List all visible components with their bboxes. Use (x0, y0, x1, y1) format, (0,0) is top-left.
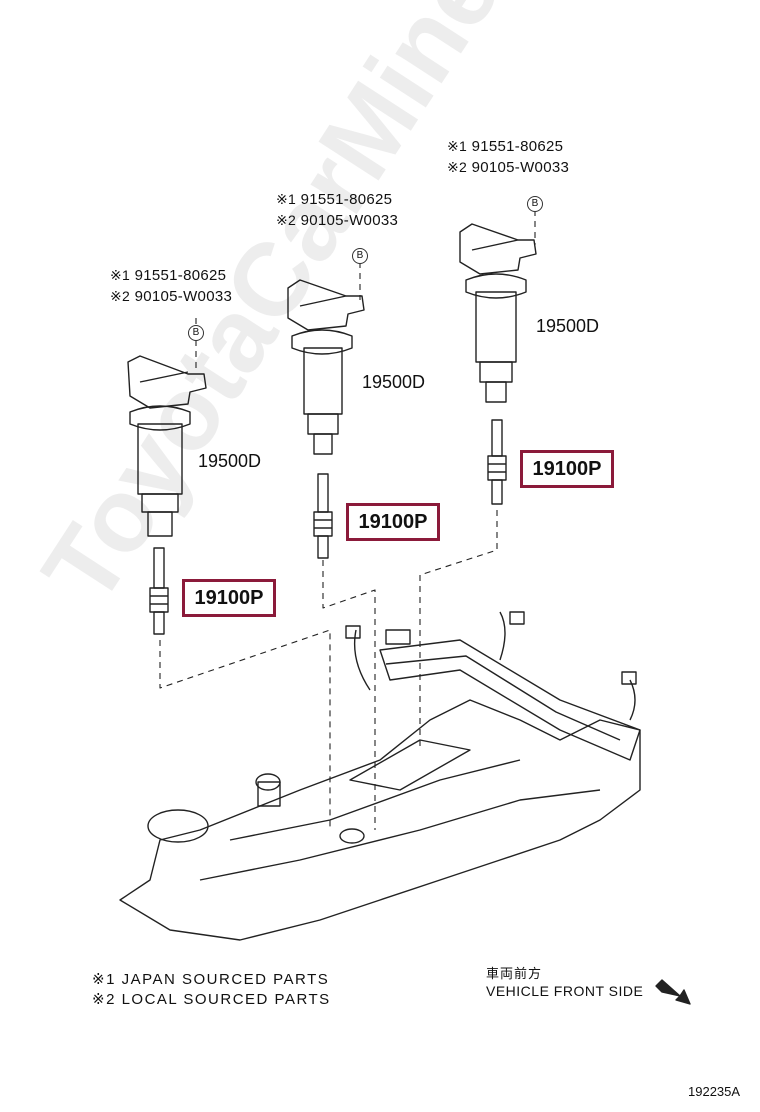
direction-label-en: VEHICLE FRONT SIDE (486, 983, 644, 999)
part-number-91551[interactable]: 91551-80625 (300, 191, 393, 208)
spark-plug-part-number-1[interactable]: 19100P (182, 579, 276, 617)
callout-1-japan: ※1 91551-80625 (110, 266, 226, 285)
japan-sourced-note: ※1 JAPAN SOURCED PARTS (92, 971, 330, 988)
japan-mark: ※1 (110, 267, 131, 283)
japan-mark: ※1 (447, 138, 468, 154)
part-number-91551[interactable]: 91551-80625 (471, 138, 564, 155)
callout-2-local: ※2 90105-W0033 (276, 211, 398, 230)
ignition-coil-1 (127, 355, 207, 537)
local-mark: ※2 (276, 212, 297, 228)
part-number-90105[interactable]: 90105-W0033 (300, 212, 399, 229)
front-direction-arrow (655, 979, 691, 1005)
ignition-coil-3 (459, 223, 537, 403)
local-mark: ※2 (447, 159, 468, 175)
spark-plug-2 (313, 473, 333, 559)
leader-plug-3 (419, 510, 498, 750)
ignition-coil-2 (287, 279, 365, 455)
bolt-marker-3: B (527, 196, 543, 212)
callout-3-japan: ※1 91551-80625 (447, 137, 563, 156)
direction-label-jp: 車両前方 (486, 966, 543, 981)
leader-plug-1 (159, 629, 331, 830)
callout-3-local: ※2 90105-W0033 (447, 158, 569, 177)
spark-plug-part-number-3[interactable]: 19100P (520, 450, 614, 488)
local-sourced-note: ※2 LOCAL SOURCED PARTS (92, 991, 331, 1008)
local-mark: ※2 (110, 288, 131, 304)
japan-mark: ※1 (276, 191, 297, 207)
coil-part-number-2[interactable]: 19500D (362, 372, 426, 392)
coil-part-number-3[interactable]: 19500D (536, 316, 600, 336)
spark-plug-3 (487, 419, 507, 505)
part-number-91551[interactable]: 91551-80625 (134, 267, 227, 284)
engine-head-cover (119, 611, 641, 941)
leader-plug-2 (322, 560, 376, 830)
coil-part-number-1[interactable]: 19500D (198, 451, 262, 471)
bolt-marker-1: B (188, 325, 204, 341)
part-number-90105[interactable]: 90105-W0033 (134, 288, 233, 305)
spark-plug-part-number-2[interactable]: 19100P (346, 503, 440, 541)
callout-2-japan: ※1 91551-80625 (276, 190, 392, 209)
part-number-90105[interactable]: 90105-W0033 (471, 159, 570, 176)
bolt-marker-2: B (352, 248, 368, 264)
spark-plug-1 (149, 547, 169, 635)
figure-id: 192235A (688, 1084, 741, 1099)
callout-1-local: ※2 90105-W0033 (110, 287, 232, 306)
